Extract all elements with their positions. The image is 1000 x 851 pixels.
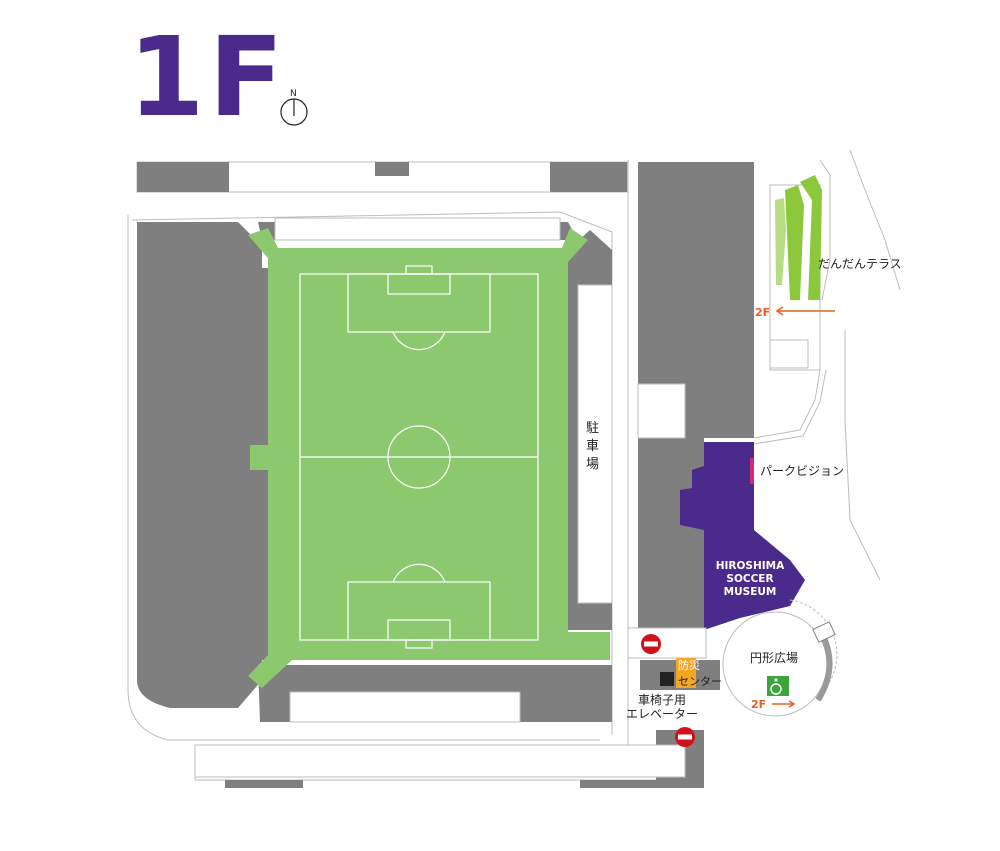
to-2f-plaza-label: 2F [751, 698, 766, 711]
circle-plaza [722, 599, 838, 717]
toilet-icon [660, 672, 674, 686]
floor-label: 1F [128, 13, 288, 141]
no-entry-icon [641, 634, 661, 654]
park-vision-marker [750, 458, 754, 484]
west-stand [137, 222, 300, 708]
north-building [136, 161, 628, 193]
parking-label-2: 車 [586, 439, 599, 454]
compass-icon: N [280, 89, 308, 126]
pitch-area [248, 228, 610, 688]
no-entry-icon [675, 727, 695, 747]
south-building [194, 744, 686, 788]
arrow-icon [775, 306, 835, 316]
park-vision-label: パークビジョン [760, 464, 844, 478]
soccer-museum [680, 442, 805, 630]
east-building [638, 162, 754, 628]
north-label: N [290, 89, 297, 99]
museum-label-3: MUSEUM [724, 586, 777, 598]
museum-label-2: SOCCER [726, 573, 773, 585]
wheelchair-icon [767, 676, 789, 696]
terrace-label: だんだんテラス [818, 257, 902, 271]
parking-label-3: 場 [586, 457, 599, 472]
terrace-graphic [769, 175, 822, 371]
museum-label-1: HIROSHIMA [716, 560, 785, 572]
arrow-icon [772, 700, 796, 708]
wheelchair-elevator-label-2: エレベーター [626, 707, 698, 721]
disaster-center-badge [676, 658, 696, 688]
parking-label-1: 駐 [586, 421, 599, 436]
plaza-label: 円形広場 [750, 651, 798, 665]
pitch-lines [299, 265, 539, 649]
disaster-center-label-1: 防災 [678, 658, 700, 672]
wheelchair-elevator-label-1: 車椅子用 [638, 693, 686, 707]
to-2f-terrace-label: 2F [755, 306, 770, 319]
disaster-center-label-2: センター [678, 675, 722, 688]
